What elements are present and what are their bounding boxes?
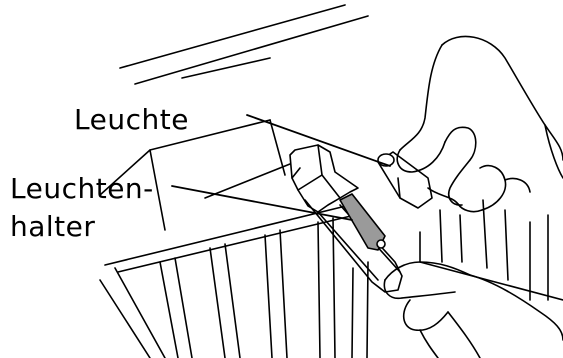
refrigerator-shelf-grid — [100, 200, 563, 358]
lamp-shape — [378, 152, 432, 208]
lamp-holder-lamp — [340, 194, 385, 250]
lamp-holder-label-line1: Leuchten- — [10, 175, 154, 203]
lower-hand — [384, 262, 563, 358]
housing-top-lines — [120, 5, 368, 84]
lamp-holder-label-line2: halter — [10, 213, 95, 241]
lamp-label: Leuchte — [74, 106, 189, 134]
